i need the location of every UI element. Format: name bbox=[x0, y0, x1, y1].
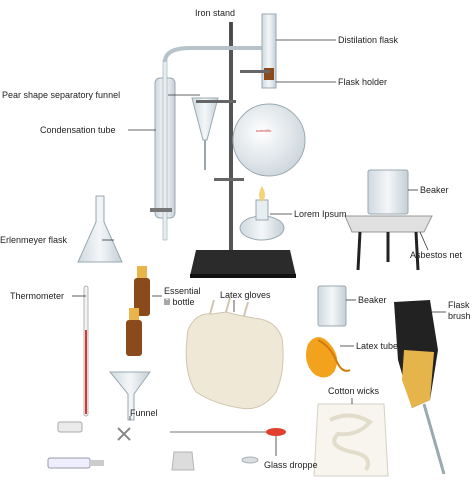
distillation-flask: scientific bbox=[232, 13, 306, 177]
label-asbestos-net: Asbestos net bbox=[410, 250, 463, 260]
label-funnel: Funnel bbox=[130, 408, 158, 418]
thermometer bbox=[83, 285, 89, 417]
iron-stand bbox=[190, 22, 296, 278]
latex-gloves bbox=[185, 297, 284, 410]
label-beaker-small: Beaker bbox=[358, 295, 387, 305]
label-essential-oil-bottle: Essential lil bottle bbox=[164, 286, 201, 307]
cotton-wicks bbox=[313, 403, 389, 477]
flask-brush bbox=[394, 300, 446, 475]
label-lorem-ipsum: Lorem Ipsum bbox=[294, 209, 347, 219]
label-latex-gloves: Latex gloves bbox=[220, 290, 271, 300]
label-condensation-tube: Condensation tube bbox=[40, 125, 116, 135]
separatory-funnel bbox=[191, 97, 236, 170]
beaker-with-net bbox=[344, 169, 433, 271]
small-beaker bbox=[317, 285, 347, 327]
label-erlenmeyer-flask: Erlenmeyer flask bbox=[0, 235, 68, 245]
small-accessories bbox=[47, 421, 286, 471]
alcohol-burner bbox=[214, 178, 285, 241]
label-beaker-top: Beaker bbox=[420, 185, 449, 195]
funnel bbox=[108, 371, 151, 421]
label-glass-dropper: Glass droppe bbox=[264, 460, 318, 470]
condensation-tube bbox=[150, 46, 268, 241]
svg-text:scientific: scientific bbox=[256, 128, 271, 133]
label-flask-brush: Flask brush bbox=[448, 300, 471, 321]
label-iron-stand: Iron stand bbox=[195, 8, 236, 18]
latex-tube bbox=[306, 337, 351, 378]
erlenmeyer-flask bbox=[77, 195, 123, 263]
callout-lines bbox=[72, 22, 446, 456]
label-separatory-funnel: Pear shape separatory funnel bbox=[2, 90, 121, 100]
label-flask-holder: Flask holder bbox=[338, 77, 388, 87]
label-latex-tube: Latex tube bbox=[356, 341, 399, 351]
essential-oil-bottles bbox=[126, 266, 150, 356]
label-cotton-wicks: Cotton wicks bbox=[328, 386, 380, 396]
label-distillation-flask: Distilation flask bbox=[338, 35, 399, 45]
label-thermometer: Thermometer bbox=[10, 291, 65, 301]
